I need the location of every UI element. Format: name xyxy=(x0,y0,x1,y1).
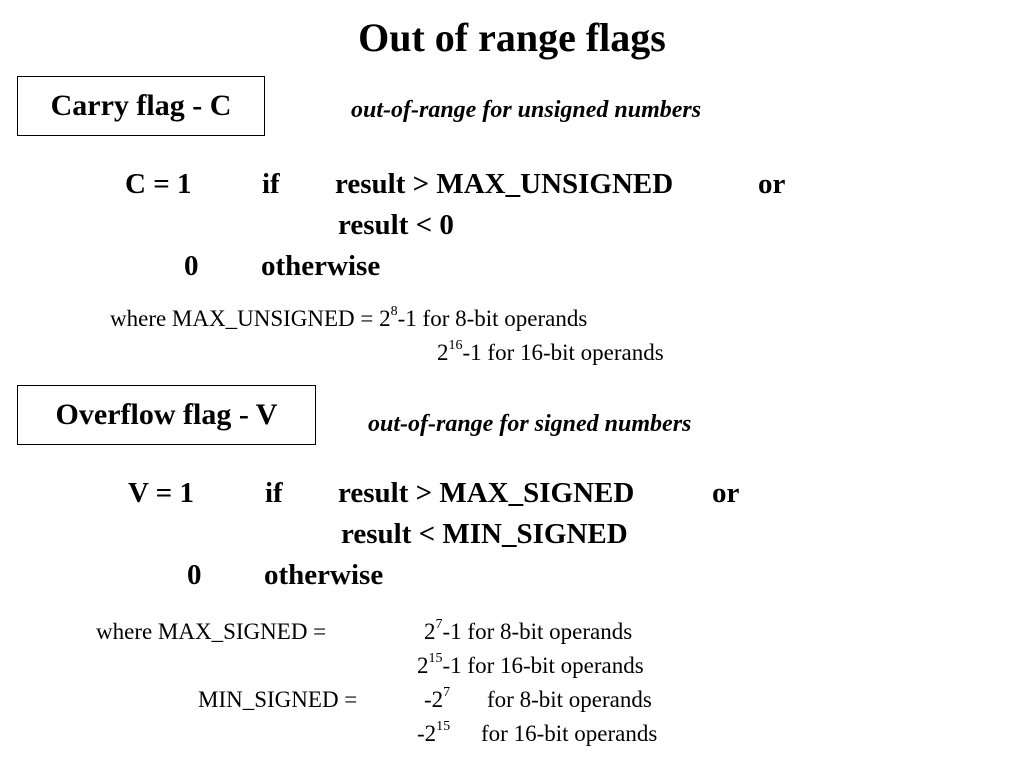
overflow-where-max-label: where MAX_SIGNED = xyxy=(96,619,327,644)
overflow-min16-suffix: for 16-bit operands xyxy=(481,721,658,746)
overflow-min8: -27 xyxy=(424,685,451,713)
page-title: Out of range flags xyxy=(358,15,666,60)
carry-flag-box: Carry flag - C xyxy=(17,76,265,136)
overflow-min16-base: -2 xyxy=(417,721,437,746)
overflow-eq-otherwise: otherwise xyxy=(264,559,384,591)
overflow-eq-zero: 0 xyxy=(187,559,202,591)
carry-eq-cond2: result < 0 xyxy=(338,209,454,241)
carry-eq-otherwise: otherwise xyxy=(261,250,381,282)
carry-eq-cond1: result > MAX_UNSIGNED xyxy=(335,168,674,200)
overflow-min16: -215 xyxy=(417,719,451,747)
overflow-max8-exp: 7 xyxy=(435,617,443,632)
overflow-max8: 27-1 for 8-bit operands xyxy=(424,617,633,645)
carry-base16: 2 xyxy=(437,340,449,365)
carry-where-prefix: where MAX_UNSIGNED = 2 xyxy=(110,306,391,331)
overflow-description: out-of-range for signed numbers xyxy=(368,411,692,437)
overflow-max16-base: 2 xyxy=(417,653,429,678)
overflow-max16: 215-1 for 16-bit operands xyxy=(417,651,644,679)
overflow-flag-box: Overflow flag - V xyxy=(17,385,316,445)
overflow-eq-if: if xyxy=(265,477,283,509)
carry-eq-if: if xyxy=(262,168,280,200)
carry-eq-or: or xyxy=(758,168,786,200)
overflow-min16-exp: 15 xyxy=(436,719,451,734)
carry-eq-lhs: C = 1 xyxy=(125,168,192,200)
carry-where-suffix8: -1 for 8-bit operands xyxy=(397,306,588,331)
carry-flag-label: Carry flag - C xyxy=(50,89,232,122)
overflow-min8-suffix: for 8-bit operands xyxy=(487,687,652,712)
carry-where-suffix16: -1 for 16-bit operands xyxy=(462,340,664,365)
overflow-max16-exp: 15 xyxy=(428,651,443,666)
carry-description: out-of-range for unsigned numbers xyxy=(351,97,702,123)
overflow-eq-cond2: result < MIN_SIGNED xyxy=(341,518,628,550)
overflow-eq-lhs: V = 1 xyxy=(128,477,194,509)
overflow-min8-base: -2 xyxy=(424,687,444,712)
overflow-max8-suffix: -1 for 8-bit operands xyxy=(442,619,633,644)
overflow-eq-or: or xyxy=(712,477,740,509)
carry-where-8bit: where MAX_UNSIGNED = 28-1 for 8-bit oper… xyxy=(110,304,588,332)
carry-exp16: 16 xyxy=(448,338,463,353)
overflow-min8-exp: 7 xyxy=(443,685,451,700)
overflow-max8-base: 2 xyxy=(424,619,436,644)
overflow-where-min-label: MIN_SIGNED = xyxy=(198,687,358,712)
carry-exp8: 8 xyxy=(390,304,398,319)
overflow-flag-label: Overflow flag - V xyxy=(55,398,278,431)
overflow-eq-cond1: result > MAX_SIGNED xyxy=(338,477,635,509)
carry-eq-zero: 0 xyxy=(184,250,199,282)
carry-where-16bit: 216-1 for 16-bit operands xyxy=(437,338,664,366)
overflow-max16-suffix: -1 for 16-bit operands xyxy=(442,653,644,678)
